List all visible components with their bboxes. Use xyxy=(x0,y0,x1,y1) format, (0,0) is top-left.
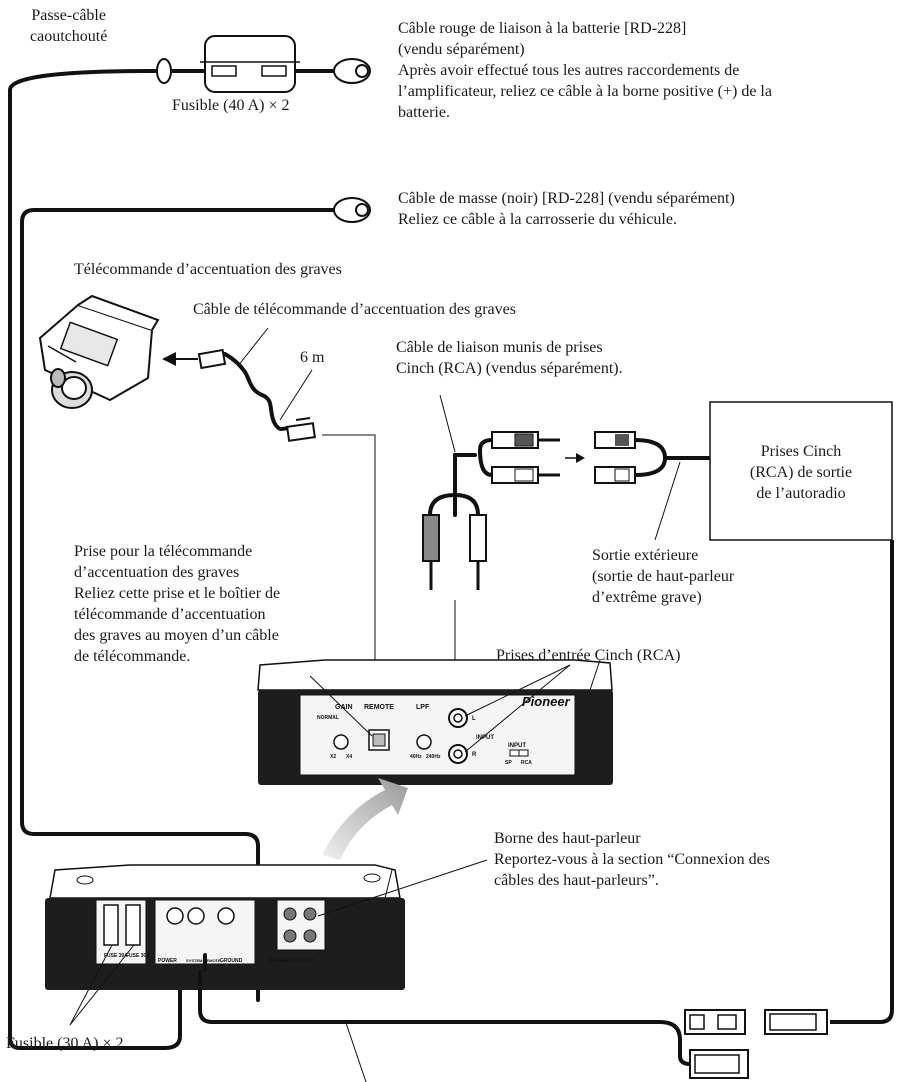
speaker-cable xyxy=(830,540,894,1024)
panel-system-remote: SYSTEM REMOTE xyxy=(186,958,221,963)
head-unit-box xyxy=(709,401,893,541)
pointer-speaker-terminal xyxy=(317,859,488,917)
panel-brand: Pioneer xyxy=(522,694,571,709)
system-remote-wire xyxy=(198,953,662,1024)
panel-remote: REMOTE xyxy=(364,704,394,711)
label-fuse-40a: Fusible (40 A) × 2 xyxy=(172,97,290,114)
panel-gain-x2: X2 xyxy=(330,754,336,760)
panel-fuse-2: FUSE 30A xyxy=(126,953,150,959)
amplifier-input-face xyxy=(257,659,613,785)
panel-sp: SP xyxy=(505,760,512,766)
remote-cable xyxy=(223,352,292,431)
label-remote-jack: Prise pour la télécommande d’accentuatio… xyxy=(74,543,281,665)
panel-gain-x4: X4 xyxy=(346,754,352,760)
pointer-remote-jack xyxy=(309,675,373,737)
rubber-grommet xyxy=(156,58,172,84)
panel-lpf: LPF xyxy=(416,704,430,711)
remote-plug xyxy=(197,348,316,442)
other-face-arrow xyxy=(322,778,408,860)
panel-r: R xyxy=(472,752,477,758)
panel-normal: NORMAL xyxy=(317,715,339,721)
panel-rca: RCA xyxy=(521,760,532,766)
label-battery-cable: Câble rouge de liaison à la batterie [RD… xyxy=(398,20,772,121)
label-rca-inputs: Prises d’entrée Cinch (RCA) xyxy=(496,647,681,664)
label-fuse-30a: Fusible (30 A) × 2 xyxy=(6,1035,124,1052)
panel-input-switch: INPUT xyxy=(508,743,526,749)
rca-jacks-headunit xyxy=(594,431,710,484)
panel-power: POWER xyxy=(158,958,177,964)
panel-l: L xyxy=(472,716,476,722)
bass-remote-unit xyxy=(38,294,160,409)
label-rca-cables: Câble de liaison munis de prises Cinch (… xyxy=(396,339,623,377)
label-grommet: Passe-câble caoutchouté xyxy=(30,7,108,45)
panel-lpf-high: 240Hz xyxy=(426,754,441,760)
rca-connect-arrow xyxy=(565,453,585,463)
label-speaker-terminal: Borne des haut-parleur Reportez-vous à l… xyxy=(494,830,770,889)
pointer-ext-output xyxy=(654,461,681,541)
ground-cable xyxy=(20,208,340,1002)
panel-gain: GAIN xyxy=(335,704,353,711)
panel-ground: GROUND xyxy=(220,958,243,964)
label-bass-remote-cable: Câble de télécommande d’accentuation des… xyxy=(193,301,516,318)
pointer-remote-wire xyxy=(344,1019,367,1082)
pointer-fuse-1 xyxy=(69,944,113,1026)
speaker-input-connectors xyxy=(659,1009,828,1079)
battery-cable xyxy=(8,69,340,1050)
label-headunit-rca: Prises Cinch (RCA) de sortie de l’autora… xyxy=(749,443,853,502)
battery-ring-terminal xyxy=(333,58,371,84)
pointer-rca-input-l xyxy=(464,664,571,717)
rca-cable-bundle xyxy=(428,438,494,517)
panel-fuse-1: FUSE 30A xyxy=(104,953,128,959)
label-bass-remote: Télécommande d’accentuation des graves xyxy=(74,261,342,278)
label-ground-cable: Câble de masse (noir) [RD-228] (vendu sé… xyxy=(398,190,735,228)
remote-guide-line xyxy=(322,434,376,700)
rca-plugs-vertical xyxy=(422,514,487,590)
remote-arrow xyxy=(162,352,198,366)
ground-ring-terminal xyxy=(333,197,371,223)
pointer-remote-cable xyxy=(237,327,269,367)
panel-speaker-output: SPEAKER OUTPUT xyxy=(268,958,314,964)
amplifier-power-face xyxy=(45,864,405,990)
pointer-fuse-2 xyxy=(69,944,135,1026)
panel-lpf-low: 40Hz xyxy=(410,754,422,760)
rca-plugs-left xyxy=(491,431,560,484)
fuse-holder-40a xyxy=(200,35,300,93)
label-length: 6 m xyxy=(300,349,325,366)
pointer-6m xyxy=(279,369,313,421)
pointer-rca-input-r xyxy=(464,664,571,753)
pointer-rca-cables xyxy=(439,394,456,453)
label-ext-output: Sortie extérieure (sortie de haut-parleu… xyxy=(592,547,735,606)
panel-input: INPUT xyxy=(476,735,494,741)
